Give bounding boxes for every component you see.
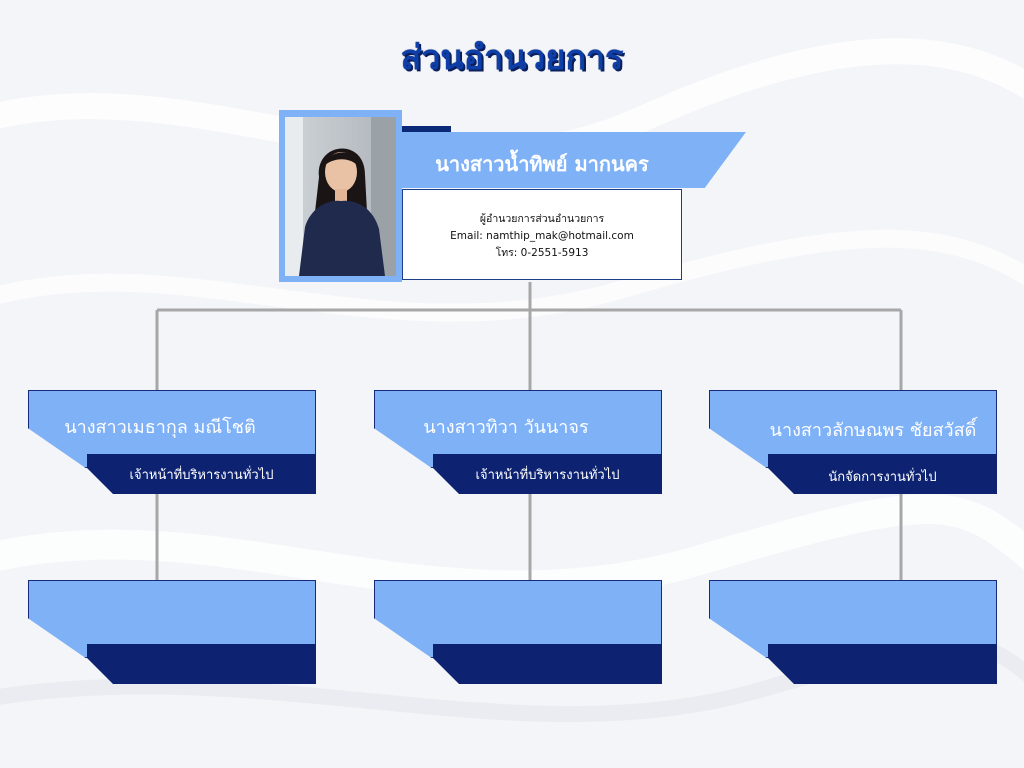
staff-name: นางสาวทิวา วันนาจร — [423, 417, 589, 438]
page-title: ส่วนอำนวยการ — [400, 38, 624, 78]
staff-name: นางสาวเมธากุล มณีโชติ — [64, 417, 256, 438]
staff-card-3: นางสาวลักษณพร ชัยสวัสดิ์ นักจัดการงานทั่… — [709, 390, 997, 494]
vacant-card-lower — [433, 644, 662, 684]
vacant-card-2 — [374, 580, 662, 684]
vacant-card-lower — [768, 644, 997, 684]
director-photo — [285, 117, 396, 276]
staff-card-lower — [433, 454, 662, 494]
director-photo-frame — [279, 110, 402, 282]
director-name-banner — [402, 132, 746, 188]
staff-card-2: นางสาวทิวา วันนาจร เจ้าหน้าที่บริหารงานท… — [374, 390, 662, 494]
vacant-card-lower — [87, 644, 316, 684]
staff-card-lower — [87, 454, 316, 494]
director-info-box: ผู้อำนวยการส่วนอำนวยการ Email: namthip_m… — [402, 189, 682, 280]
vacant-card-3 — [709, 580, 997, 684]
staff-card-1: นางสาวเมธากุล มณีโชติ เจ้าหน้าที่บริหารง… — [28, 390, 316, 494]
person-portrait-icon — [285, 117, 396, 276]
staff-role: เจ้าหน้าที่บริหารงานทั่วไป — [475, 468, 620, 483]
director-phone: โทร: 0-2551-5913 — [495, 247, 589, 259]
director-position: ผู้อำนวยการส่วนอำนวยการ — [479, 213, 605, 225]
staff-role: เจ้าหน้าที่บริหารงานทั่วไป — [129, 468, 274, 483]
director-name: นางสาวน้ำทิพย์ มากนคร — [435, 152, 649, 176]
staff-name: นางสาวลักษณพร ชัยสวัสดิ์ — [769, 420, 977, 441]
director-email[interactable]: Email: namthip_mak@hotmail.com — [450, 230, 634, 242]
vacant-card-1 — [28, 580, 316, 684]
staff-role: นักจัดการงานทั่วไป — [828, 470, 937, 485]
staff-card-lower — [768, 454, 997, 494]
